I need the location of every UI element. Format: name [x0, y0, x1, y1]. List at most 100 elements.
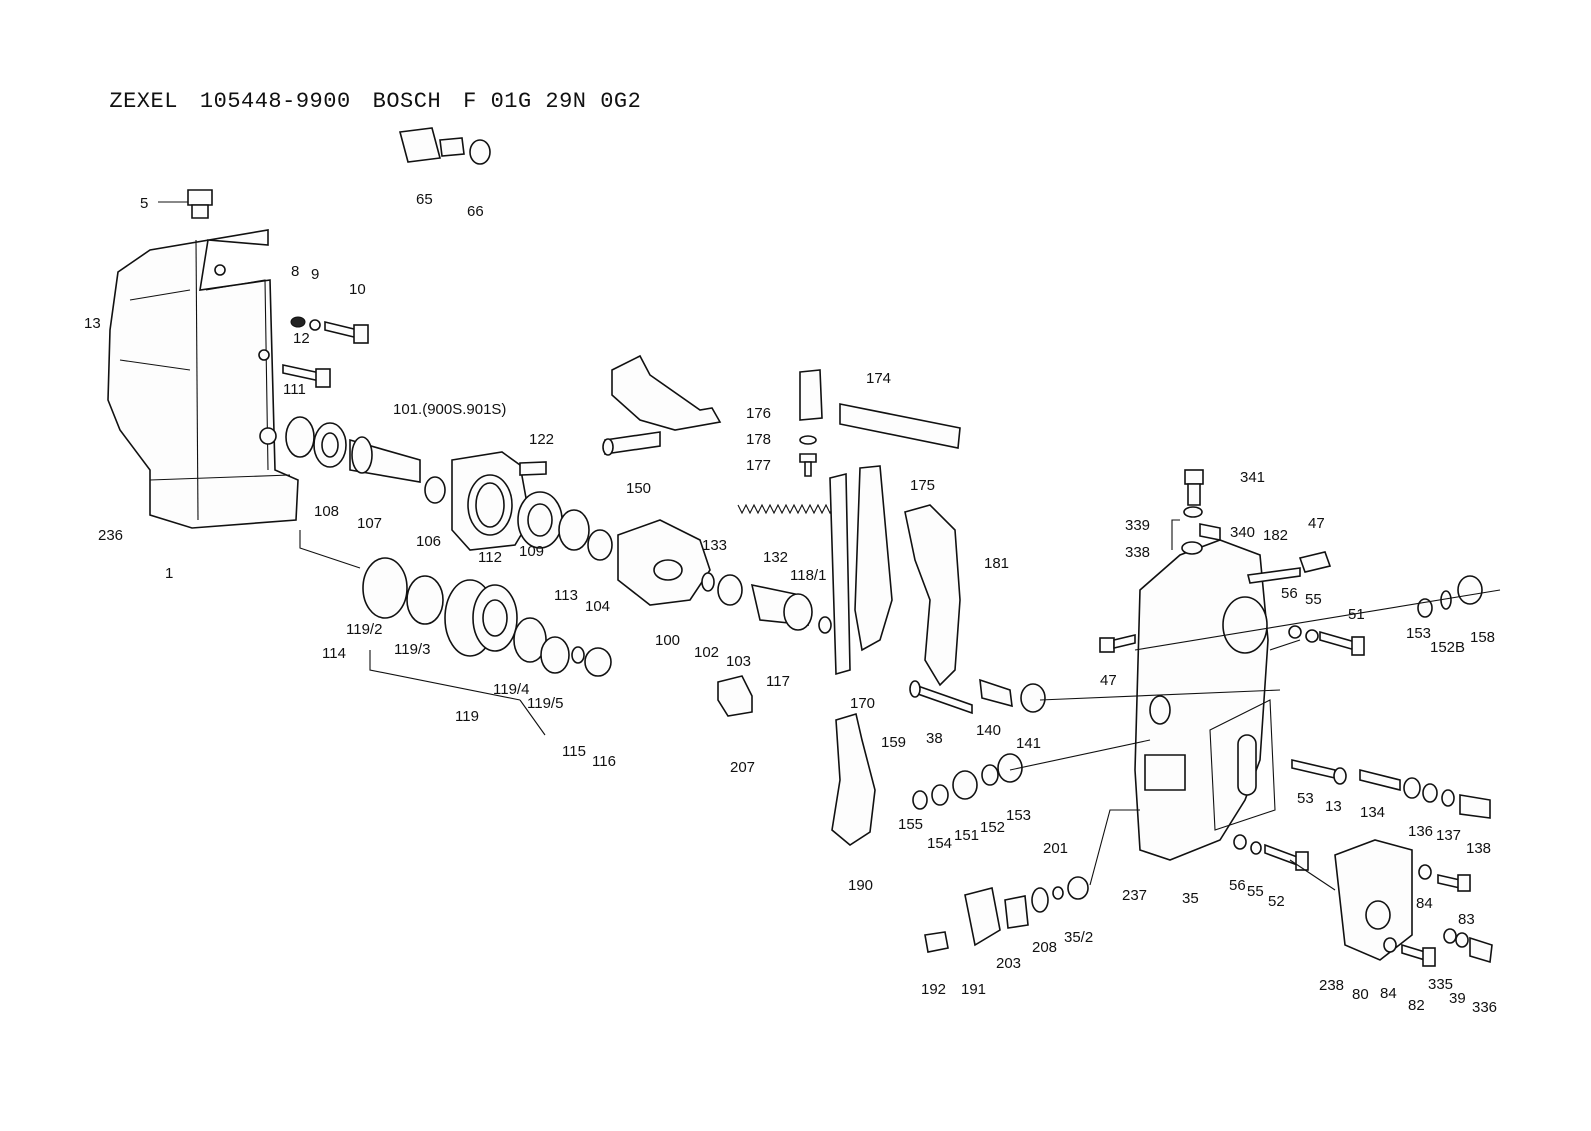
part-label: 237 [1122, 887, 1147, 904]
bolt-51 [1288, 625, 1365, 656]
part-label: 108 [314, 503, 339, 520]
part-label: 140 [976, 722, 1001, 739]
part-label: 103 [726, 653, 751, 670]
part-label: 51 [1348, 606, 1365, 623]
part-label: 338 [1125, 544, 1150, 561]
valve-65 [398, 127, 491, 165]
part-label: 177 [746, 457, 771, 474]
bolt-47 [1099, 633, 1136, 653]
brand-zexel: ZEXEL [109, 89, 178, 114]
part-label: 56 [1281, 585, 1298, 602]
part-label: 38 [926, 730, 943, 747]
part-label: 152B [1430, 639, 1465, 656]
part-label: 192 [921, 981, 946, 998]
part-label: 201 [1043, 840, 1068, 857]
part-label: 13 [84, 315, 101, 332]
part-label: 170 [850, 695, 875, 712]
lever-190 [831, 712, 876, 846]
part-label: 203 [996, 955, 1021, 972]
part-label: 138 [1466, 840, 1491, 857]
part-label: 80 [1352, 986, 1369, 1003]
part-label: 35 [1182, 890, 1199, 907]
plug-158 [1417, 575, 1483, 618]
part-label: 84 [1416, 895, 1433, 912]
part-label: 65 [416, 191, 433, 208]
part-label: 109 [519, 543, 544, 560]
part-label: 104 [585, 598, 610, 615]
lever-150 [602, 354, 722, 456]
part-label: 340 [1230, 524, 1255, 541]
part-label: 118/1 [790, 567, 826, 584]
part-label: 117 [766, 673, 790, 690]
part-label: 39 [1449, 990, 1466, 1007]
part-label: 5 [140, 195, 148, 212]
part-label: 13 [1325, 798, 1342, 815]
part-label: 152 [980, 819, 1005, 836]
part-label: 113 [554, 587, 578, 604]
part-label: 175 [910, 477, 935, 494]
part-label: 151 [954, 827, 979, 844]
part-label: 191 [961, 981, 986, 998]
part-label: 84 [1380, 985, 1397, 1002]
part-label: 158 [1470, 629, 1495, 646]
governor-cover [1134, 539, 1276, 861]
part-label: 119/4 [493, 681, 529, 698]
part-label: 55 [1305, 591, 1322, 608]
bolt-82 [1383, 937, 1436, 967]
part-label: 47 [1308, 515, 1325, 532]
bolts-top [282, 316, 369, 388]
part-label: 47 [1100, 672, 1117, 689]
gear-housing [107, 229, 299, 529]
gear-119 [362, 557, 612, 677]
part-label: 132 [763, 549, 788, 566]
part-label: 119/5 [527, 695, 563, 712]
part-label: 52 [1268, 893, 1285, 910]
part-label: 236 [98, 527, 123, 544]
plug-5 [187, 189, 213, 219]
cover-plate-80 [1334, 839, 1413, 961]
diagram-title: ZEXEL 105448-9900 BOSCH F 01G 29N 0G2 [82, 64, 663, 114]
part-label: 133 [702, 537, 727, 554]
flange-112 [451, 451, 547, 551]
bearing-109 [517, 491, 613, 561]
part-label: 155 [898, 816, 923, 833]
pin-182 [1247, 551, 1332, 584]
part-label: 176 [746, 405, 771, 422]
screw-38 [909, 678, 1046, 715]
part-label: 55 [1247, 883, 1264, 900]
part-label: 83 [1458, 911, 1475, 928]
adjuster-group [924, 876, 1089, 953]
lever-181 [904, 504, 961, 687]
sleeve-117 [701, 572, 832, 634]
part-label: 53 [1297, 790, 1314, 807]
part-label: 115 [562, 743, 586, 760]
part-label: 339 [1125, 517, 1150, 534]
part-label: 150 [626, 480, 651, 497]
part-label: 134 [1360, 804, 1385, 821]
part-label: 102 [694, 644, 719, 661]
part-label: 116 [592, 753, 616, 770]
part-label: 100 [655, 632, 680, 649]
part-label: 107 [357, 515, 382, 532]
part-label: 82 [1408, 997, 1425, 1014]
part-label: 335 [1428, 976, 1453, 993]
part-code-bosch: F 01G 29N 0G2 [463, 89, 642, 114]
part-label: 8 [291, 263, 299, 280]
part-code-zexel: 105448-9900 [199, 89, 351, 114]
part-label: 181 [984, 555, 1009, 572]
part-label: 12 [293, 330, 310, 347]
brand-bosch: BOSCH [372, 89, 442, 114]
part-label: 112 [478, 549, 502, 566]
bar-174 [839, 403, 961, 449]
part-label: 10 [349, 281, 366, 298]
part-labels: 5 65 66 8 9 10 13 12 111 101.(900S.901S)… [84, 191, 1497, 1016]
carrier-100 [617, 519, 711, 606]
shaft-assembly [285, 416, 446, 504]
part-label: 1 [165, 565, 173, 582]
bolt-83 [1418, 864, 1471, 892]
part-label: 208 [1032, 939, 1057, 956]
spring-132 [737, 503, 839, 515]
part-label: 9 [311, 266, 319, 283]
part-label: 153 [1406, 625, 1431, 642]
